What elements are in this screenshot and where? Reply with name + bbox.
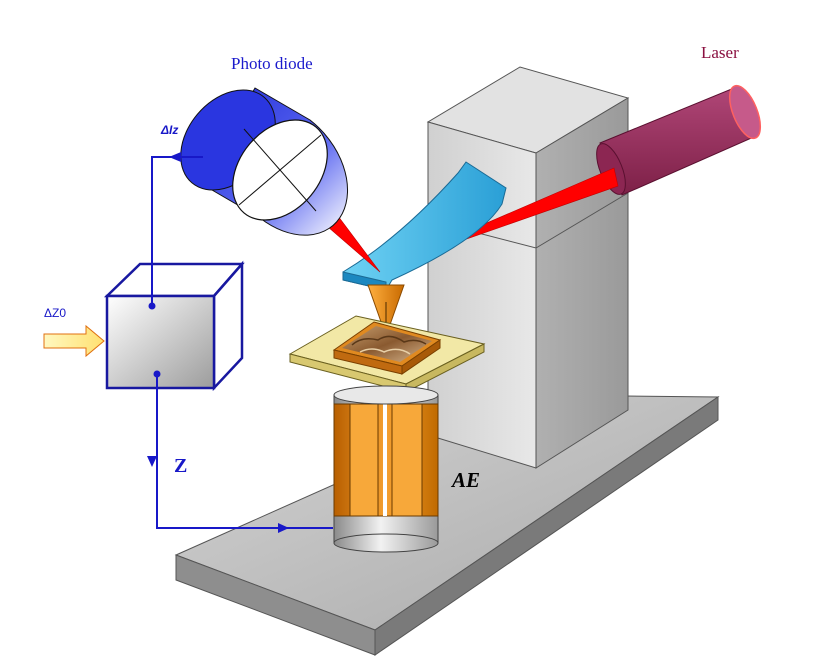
photo-diode: [180, 87, 349, 236]
junction-dot-top: [148, 302, 156, 310]
support-column: [426, 66, 630, 469]
base-plate: [174, 394, 720, 656]
delta-z0-label: ΔZ0: [44, 306, 66, 320]
photo-diode-label: Photo diode: [231, 54, 313, 73]
laser-label: Laser: [701, 43, 739, 62]
junction-dot-bottom: [153, 370, 161, 378]
delta-iz-label: ΔIz: [160, 123, 178, 137]
setpoint-input-arrow: [43, 324, 105, 358]
ae-label: AE: [450, 468, 480, 492]
feedback-wiring: [151, 156, 333, 529]
sample: [332, 321, 442, 375]
piezo-scanner: [333, 385, 439, 553]
z-label: Z: [174, 455, 187, 477]
controller-box: [103, 260, 245, 392]
wiring-arrowheads: [147, 152, 289, 533]
